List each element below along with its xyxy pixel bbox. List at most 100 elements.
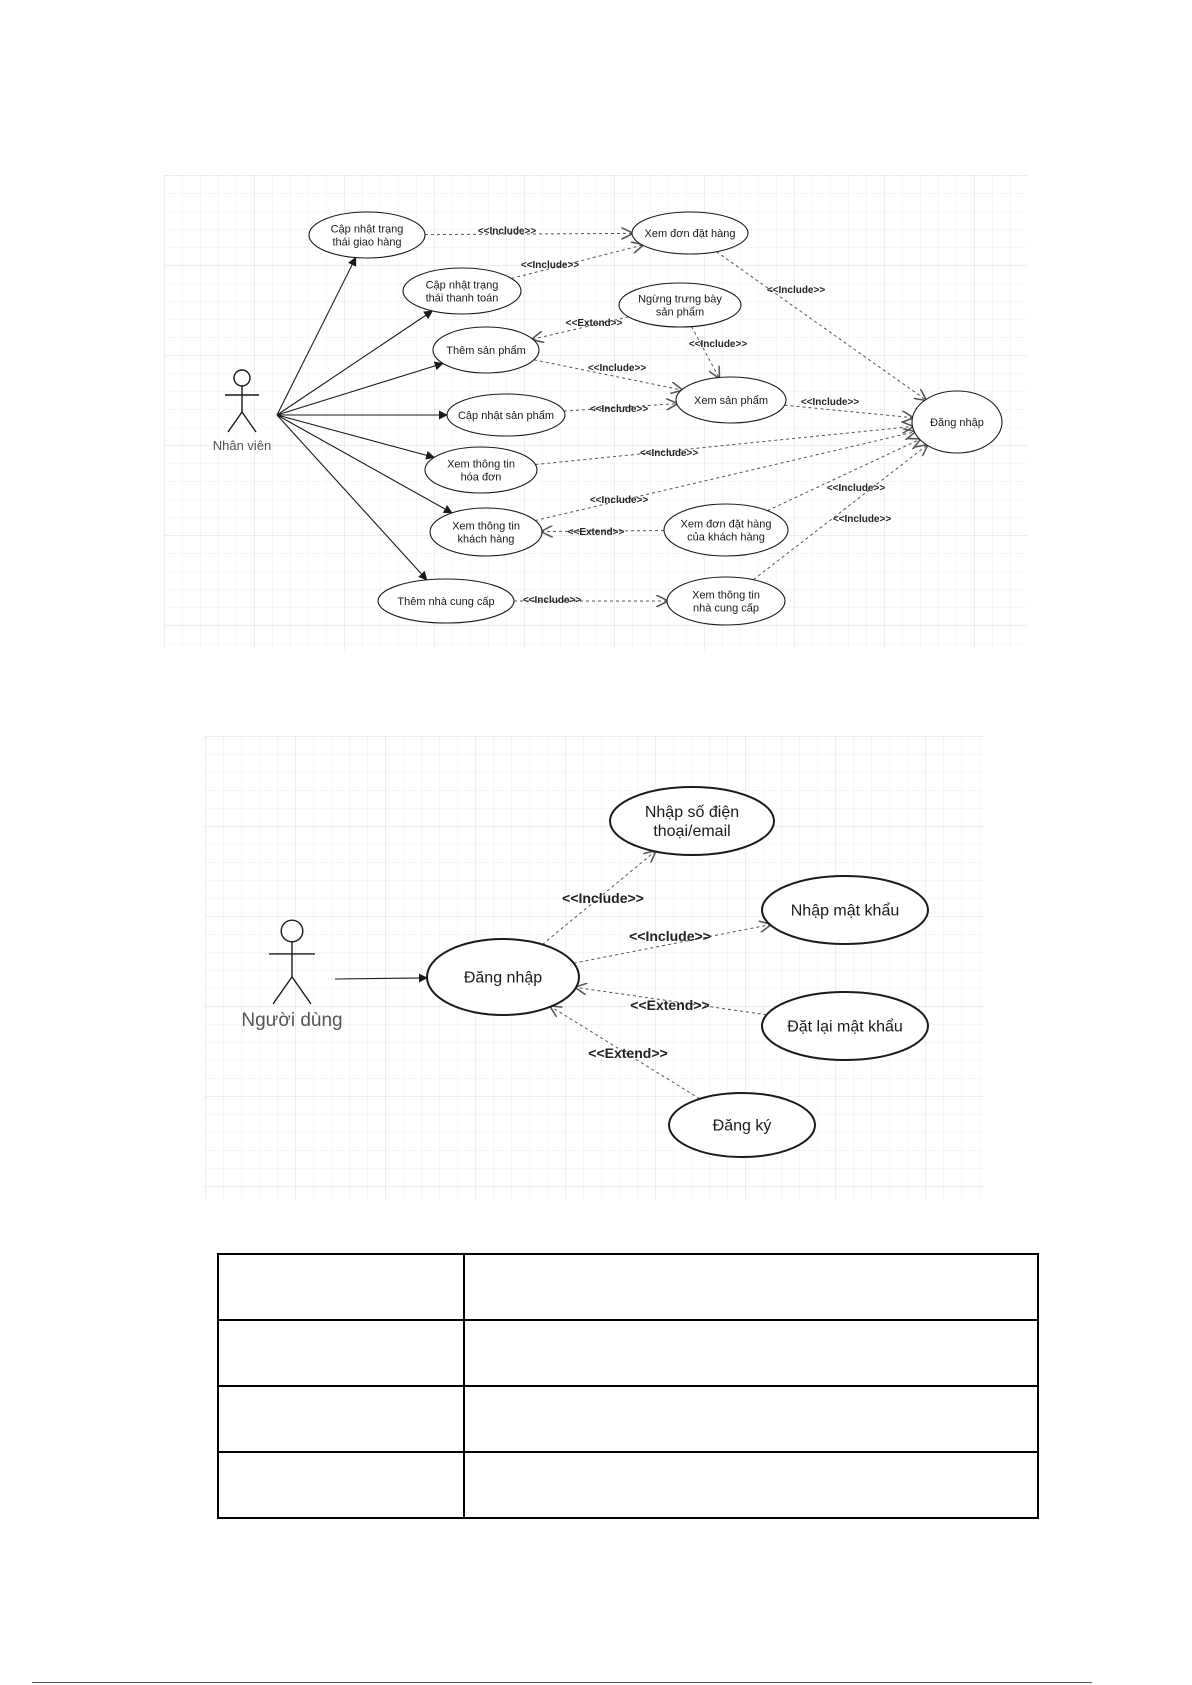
relation-line-14	[753, 445, 927, 581]
relation-label-14: <<Include>>	[833, 514, 892, 525]
actor-nguoi-dung: Người dùng	[241, 919, 343, 1031]
relation-label-11: <<Extend>>	[568, 527, 625, 538]
use-case-ellipse	[911, 390, 1003, 454]
use-case-ellipse	[402, 267, 522, 315]
use-case-ellipse	[429, 507, 543, 557]
relation-label-12: <<Include>>	[827, 483, 886, 494]
blank-table	[217, 1253, 1039, 1519]
use-case-nhap-so-dien-thoai-email: Nhập số điện thoại/email	[609, 786, 775, 856]
relation-label-3: <<Extend>>	[630, 997, 709, 1013]
use-case-ellipse	[668, 1092, 816, 1158]
login-use-case-canvas: <<Include>><<Include>><<Extend>><<Extend…	[205, 736, 985, 1200]
grid-background	[164, 175, 1028, 650]
use-case-dang-nhap: Đăng nhập	[911, 390, 1003, 454]
use-case-xem-don-dat-hang: Xem đơn đặt hàng	[631, 211, 749, 255]
use-case-ellipse	[377, 578, 515, 624]
use-case-ellipse	[666, 576, 786, 626]
actor-left-leg	[227, 411, 243, 433]
relation-line-6	[533, 359, 682, 390]
relation-line-11	[542, 531, 665, 532]
use-case-label: thái giao hàng	[332, 236, 401, 248]
relation-line-1	[542, 851, 655, 945]
relation-line-7	[563, 404, 677, 412]
use-case-label: Nhập số điện	[645, 804, 739, 821]
use-case-label: Cập nhật trạng	[426, 279, 499, 291]
actor-left-leg	[272, 976, 293, 1005]
table-row	[217, 1451, 1039, 1519]
use-case-label: Xem thông tin	[452, 520, 520, 532]
use-case-label: Xem sản phẩm	[694, 395, 768, 407]
association-dang-nhap	[334, 973, 428, 983]
table-cell-value	[463, 1319, 1039, 1387]
use-case-label: thoại/email	[653, 823, 730, 840]
relation-label-10: <<Include>>	[590, 495, 649, 506]
use-case-nhap-mat-khau: Nhập mật khẩu	[761, 875, 929, 945]
use-case-ellipse	[631, 211, 749, 255]
relation-label-2: <<Include>>	[521, 260, 580, 271]
association-them-san-pham	[276, 361, 444, 416]
use-case-ellipse	[432, 326, 540, 374]
relation-line-4	[533, 316, 629, 339]
relation-label-6: <<Include>>	[588, 363, 647, 374]
relation-label-13: <<Include>>	[523, 595, 582, 606]
staff-use-case-canvas: <<Include>> <<Include>> <<Include>> <<Exten…	[164, 175, 1028, 650]
use-case-ellipse	[618, 282, 742, 328]
staff-use-case-diagram: <<Include>> <<Include>> <<Include>> <<Exten…	[164, 175, 1028, 650]
use-case-label: Xem đơn đặt hàng	[645, 228, 736, 240]
use-case-dang-nhap: Đăng nhập	[426, 938, 580, 1016]
relation-line-10	[535, 432, 914, 522]
use-case-ellipse	[446, 393, 566, 437]
actor-right-leg	[241, 411, 257, 433]
association-xem-thong-tin-hoa-don	[276, 414, 436, 460]
use-case-label: hóa đơn	[461, 471, 502, 483]
use-case-label: Đăng nhập	[464, 970, 542, 987]
use-case-label: Đặt lại mật khẩu	[787, 1018, 903, 1036]
use-case-cap-nhat-san-pham: Cập nhật sản phẩm	[446, 393, 566, 437]
actor-label: Nhân viên	[213, 438, 272, 453]
use-case-ellipse	[424, 446, 538, 494]
use-case-label: khách hàng	[458, 533, 515, 545]
use-case-label: Cập nhật trạng	[331, 223, 404, 235]
relation-label-9: <<Include>>	[640, 448, 699, 459]
use-case-label: Nhập mật khẩu	[791, 902, 900, 920]
table-cell-value	[463, 1451, 1039, 1519]
relation-line-4	[551, 1007, 701, 1100]
use-case-ellipse	[675, 376, 787, 424]
relation-label-7: <<Include>>	[590, 404, 649, 415]
table-cell-label	[217, 1385, 465, 1453]
relation-line-12	[767, 439, 919, 512]
actor-head	[233, 369, 251, 387]
use-case-label: Đăng ký	[713, 1118, 772, 1135]
table-cell-label	[217, 1253, 465, 1321]
table-cell-label	[217, 1319, 465, 1387]
relation-line-5	[691, 326, 719, 378]
relation-label-1: <<Include>>	[478, 226, 537, 237]
relation-line-3	[716, 251, 925, 400]
use-case-ellipse	[609, 786, 775, 856]
use-case-label: Đăng nhập	[930, 417, 984, 429]
association-them-nha-cung-cap	[276, 414, 428, 581]
table-row	[217, 1385, 1039, 1453]
actor-label: Người dùng	[241, 1010, 342, 1031]
table-row	[217, 1319, 1039, 1387]
use-case-dang-ky: Đăng ký	[668, 1092, 816, 1158]
use-case-label: sản phẩm	[656, 306, 704, 318]
grid-background	[205, 736, 985, 1200]
use-case-ellipse	[426, 938, 580, 1016]
table-row	[217, 1253, 1039, 1321]
use-case-ellipse	[663, 503, 789, 557]
use-case-label: Thêm nhà cung cấp	[397, 596, 494, 608]
table-cell-value	[463, 1253, 1039, 1321]
use-case-label: Xem đơn đặt hàng	[681, 518, 772, 530]
relation-label-4: <<Extend>>	[566, 318, 623, 329]
page-footer-rule	[32, 1682, 1092, 1683]
table-cell-label	[217, 1451, 465, 1519]
association-cap-nhat-trang-thai-giao-hang	[276, 256, 357, 416]
association-xem-thong-tin-khach-hang	[276, 414, 453, 514]
relation-line-2	[511, 245, 642, 279]
actor-head	[280, 919, 304, 943]
use-case-label: Thêm sản phẩm	[446, 345, 525, 357]
